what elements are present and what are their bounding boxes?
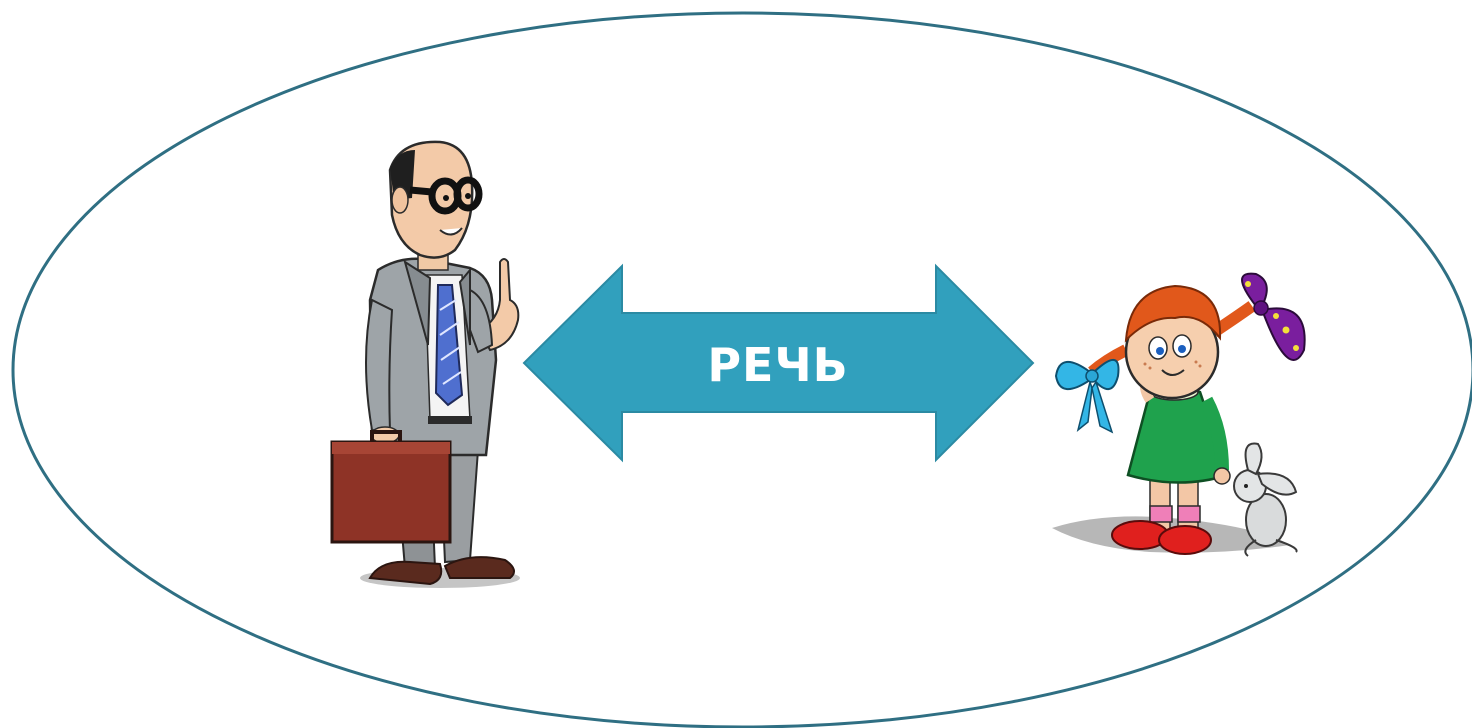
briefcase-icon xyxy=(330,430,452,544)
double-arrow-shape xyxy=(522,263,1035,463)
purple-bow-icon xyxy=(1241,272,1306,361)
bunny-icon xyxy=(1233,442,1298,557)
man-illustration xyxy=(330,140,520,588)
outer-ellipse xyxy=(11,11,1472,728)
arrow-label: РЕЧЬ xyxy=(707,338,848,392)
girl-illustration xyxy=(1052,272,1306,557)
blue-bow-icon xyxy=(1054,359,1120,434)
double-arrow: РЕЧЬ xyxy=(522,263,1035,463)
